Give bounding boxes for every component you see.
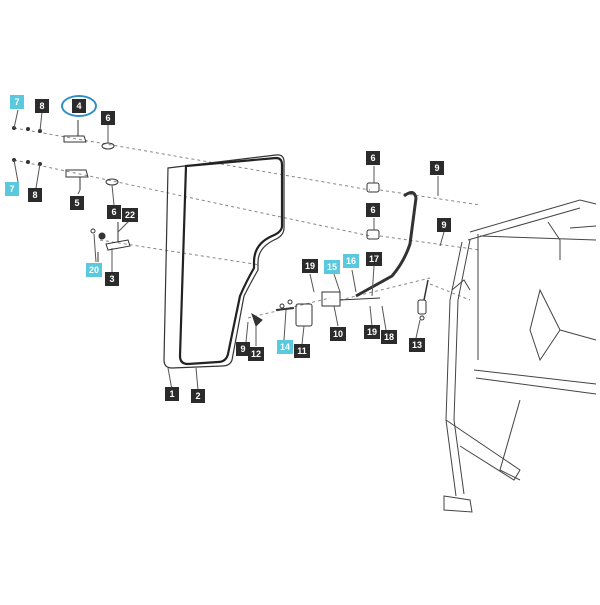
door-glass-panel (163, 154, 285, 369)
handle-rod (355, 191, 418, 298)
callout-6: 6 (366, 151, 380, 165)
callout-3: 3 (105, 272, 119, 286)
callout-14: 14 (277, 340, 293, 354)
callout-15: 15 (324, 260, 340, 274)
callout-22: 22 (122, 208, 138, 222)
hinge-lower (366, 229, 380, 240)
callout-11: 11 (294, 344, 310, 358)
callout-9: 9 (236, 342, 250, 356)
callout-2: 2 (191, 389, 205, 403)
callout-9: 9 (430, 161, 444, 175)
callout-12: 12 (248, 347, 264, 361)
gas-strut (417, 279, 429, 321)
callout-10: 10 (330, 327, 346, 341)
callout-8: 8 (35, 99, 49, 113)
callout-18: 18 (381, 330, 397, 344)
callout-19: 19 (364, 325, 380, 339)
callout-17: 17 (366, 252, 382, 266)
leader-lines (13, 109, 445, 391)
cab-frame (443, 199, 597, 513)
callout-13: 13 (409, 338, 425, 352)
callout-4: 4 (72, 99, 86, 113)
hinge-hardware-lower (12, 158, 119, 190)
hinge-upper (366, 182, 380, 193)
callout-6: 6 (107, 205, 121, 219)
hinge-hardware-upper (12, 120, 115, 150)
handle-hardware (90, 222, 131, 262)
latch-mechanism (251, 291, 381, 327)
callout-8: 8 (28, 188, 42, 202)
callout-20: 20 (86, 263, 102, 277)
callout-19: 19 (302, 259, 318, 273)
highlight-ring (61, 95, 97, 117)
callout-16: 16 (343, 254, 359, 268)
callout-5: 5 (70, 196, 84, 210)
callout-6: 6 (101, 111, 115, 125)
callout-1: 1 (165, 387, 179, 401)
door-seal (178, 156, 284, 366)
callout-7: 7 (5, 182, 19, 196)
callout-6: 6 (366, 203, 380, 217)
callout-7: 7 (10, 95, 24, 109)
callout-9: 9 (437, 218, 451, 232)
